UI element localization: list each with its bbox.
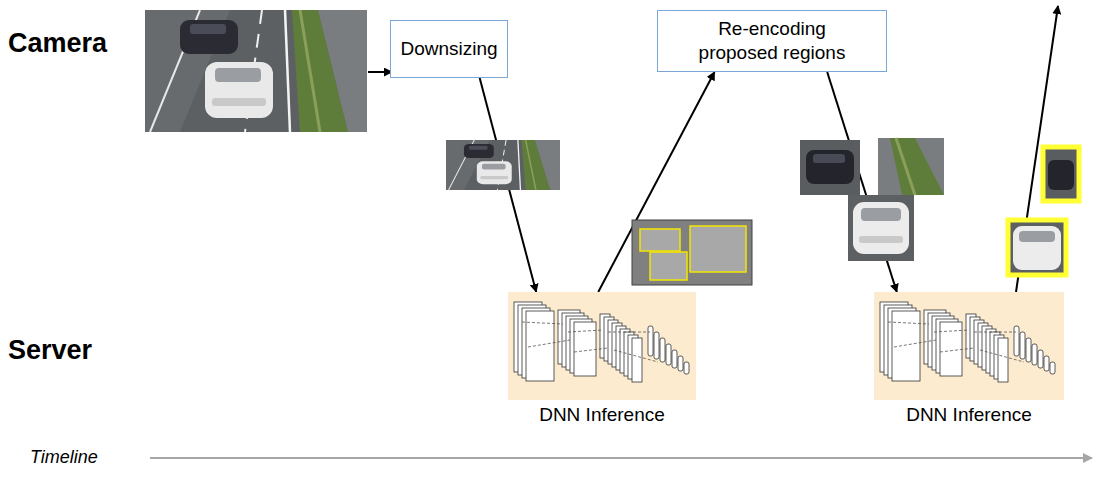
- camera-frame: [145, 10, 367, 132]
- receptive-field-line: [528, 340, 570, 347]
- fc-unit: [654, 332, 659, 359]
- fc-unit: [1014, 326, 1019, 356]
- fc-unit: [1050, 362, 1055, 374]
- dnn-backdrop: [508, 292, 696, 400]
- row-label: Timeline: [30, 447, 98, 468]
- downsized-frame: [446, 140, 560, 190]
- dnn-backdrop: [874, 292, 1064, 400]
- feature-map: [632, 338, 642, 382]
- feature-map: [940, 322, 962, 376]
- receptive-field-line: [608, 332, 650, 333]
- fc-unit: [684, 362, 689, 374]
- fc-unit: [1020, 332, 1025, 359]
- receptive-field-line: [522, 322, 563, 324]
- feature-map: [998, 338, 1008, 382]
- row-label: Camera: [8, 28, 107, 59]
- region-proposal-map: [632, 220, 752, 285]
- feature-map: [526, 311, 554, 381]
- fc-unit: [1032, 344, 1037, 365]
- box-text: Re-encoding proposed regions: [687, 17, 857, 65]
- fc-unit: [672, 350, 677, 368]
- receptive-field-line: [614, 350, 658, 362]
- block-caption: DNN Inference: [874, 404, 1064, 426]
- row-label: Server: [8, 335, 92, 366]
- fc-unit: [1038, 350, 1043, 368]
- block-caption: DNN Inference: [508, 404, 696, 426]
- fc-unit: [678, 356, 683, 371]
- fc-unit: [666, 344, 671, 365]
- input-arrow: [368, 71, 392, 73]
- receptive-field-line: [980, 350, 1024, 362]
- detection-results: [1008, 147, 1079, 275]
- box-text-group: Re-encoding proposed regions: [687, 17, 857, 65]
- receptive-field-line: [974, 332, 1016, 333]
- box-text: Downsizing: [400, 37, 497, 61]
- box-text-group: Downsizing: [400, 37, 497, 61]
- region-crops: [800, 138, 944, 261]
- fc-unit: [660, 338, 665, 362]
- dnn-block: DNN Inference: [874, 292, 1064, 400]
- fc-unit: [1026, 338, 1031, 362]
- receptive-field-line: [568, 330, 603, 332]
- receptive-field-line: [934, 330, 969, 332]
- timeline-axis: [150, 457, 1092, 459]
- fc-unit: [648, 326, 653, 356]
- neural-network-icon: [874, 292, 1064, 400]
- dnn-block: DNN Inference: [508, 292, 696, 400]
- process-box: Downsizing: [390, 20, 508, 78]
- neural-network-icon: [508, 292, 696, 400]
- feature-map: [574, 322, 596, 376]
- receptive-field-line: [894, 340, 936, 347]
- fc-unit: [1044, 356, 1049, 371]
- receptive-field-line: [940, 348, 974, 352]
- receptive-field-line: [574, 348, 608, 352]
- process-box: Re-encoding proposed regions: [657, 10, 887, 72]
- receptive-field-line: [888, 322, 929, 324]
- feature-map: [892, 311, 920, 381]
